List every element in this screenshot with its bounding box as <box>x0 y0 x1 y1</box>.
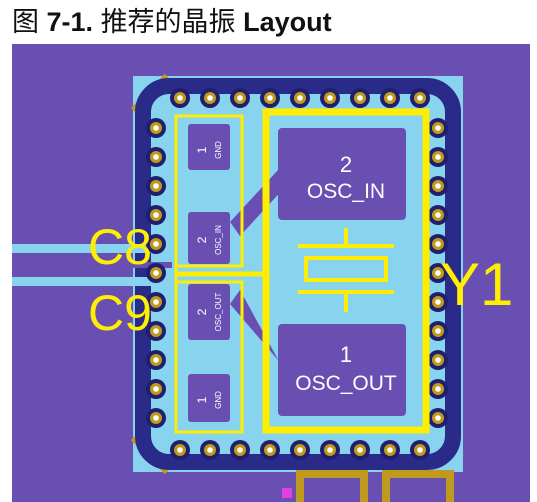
via-hole <box>435 212 441 218</box>
via-hole <box>297 447 303 453</box>
via-hole <box>153 125 159 131</box>
cap-pad-4-pin: 1 <box>195 396 209 403</box>
cap-pad-1-net: GND <box>214 141 223 159</box>
cap-pad-1-pin: 1 <box>195 146 209 153</box>
cap-pad-3-pin: 2 <box>195 308 209 315</box>
via-hole <box>435 386 441 392</box>
via-hole <box>267 447 273 453</box>
via-hole <box>153 299 159 305</box>
via-hole <box>417 447 423 453</box>
label-y1: Y1 <box>440 251 513 318</box>
via-hole <box>153 212 159 218</box>
trace-cap-to-xtal-out <box>230 290 300 374</box>
via-hole <box>357 95 363 101</box>
via-hole <box>237 447 243 453</box>
crystal-pad-2-pin: 2 <box>340 152 352 177</box>
figure-caption: 图 7-1. 推荐的晶振 Layout <box>12 4 332 40</box>
via-hole <box>435 125 441 131</box>
via-hole <box>435 328 441 334</box>
via-hole <box>153 241 159 247</box>
via-hole <box>153 386 159 392</box>
via-hole <box>177 95 183 101</box>
via-hole <box>267 95 273 101</box>
bottom-pad-right <box>382 470 454 502</box>
crystal-pad-2-net: OSC_IN <box>307 180 385 203</box>
via-hole <box>207 95 213 101</box>
trace-osc-in <box>12 244 192 253</box>
cap-pad-2-net: OSC_IN <box>214 225 223 255</box>
figure-title-cn: 推荐的晶振 <box>100 7 236 38</box>
figure-title-en: Layout <box>243 7 332 37</box>
via-hole <box>153 154 159 160</box>
via-hole <box>435 154 441 160</box>
via-hole <box>435 357 441 363</box>
via-hole <box>387 95 393 101</box>
via-hole <box>153 415 159 421</box>
figure-prefix: 图 <box>12 7 39 38</box>
figure-number: 7-1. <box>46 7 94 37</box>
crystal-pad-1: 1 OSC_OUT <box>278 324 406 416</box>
via-group <box>146 88 448 460</box>
via-hole <box>327 95 333 101</box>
bottom-pad-left <box>296 470 368 502</box>
bottom-marker <box>282 488 292 498</box>
via-hole <box>153 270 159 276</box>
cap-pad-2-pin: 2 <box>195 236 209 243</box>
via-hole <box>153 357 159 363</box>
via-hole <box>237 95 243 101</box>
via-hole <box>327 447 333 453</box>
label-c9: C9 <box>88 285 152 341</box>
via-hole <box>177 447 183 453</box>
via-hole <box>297 95 303 101</box>
crystal-silk-outline <box>262 108 430 434</box>
via-hole <box>153 183 159 189</box>
label-c8: C8 <box>88 219 152 275</box>
crystal-pad-2: 2 OSC_IN <box>278 128 406 220</box>
cap-silk-bottom <box>174 280 244 434</box>
via-hole <box>357 447 363 453</box>
cap-pad-2: 2 OSC_IN <box>188 212 230 264</box>
via-hole <box>435 415 441 421</box>
via-hole <box>435 270 441 276</box>
crystal-pad-1-net: OSC_OUT <box>295 372 397 395</box>
crystal-symbol <box>298 228 394 312</box>
trace-mid <box>12 262 172 268</box>
trace-osc-out <box>12 277 192 286</box>
via-stitch-ring <box>135 78 461 470</box>
via-hole <box>207 447 213 453</box>
cap-pad-3-net: OSC_OUT <box>214 293 223 332</box>
cap-pad-4: 1 GND <box>188 374 230 422</box>
crystal-pad-1-pin: 1 <box>340 342 352 367</box>
cap-silk-top <box>174 114 244 268</box>
via-hole <box>387 447 393 453</box>
cap-pad-4-net: GND <box>214 391 223 409</box>
via-hole <box>435 241 441 247</box>
via-hole <box>435 183 441 189</box>
via-hole <box>435 299 441 305</box>
via-hole <box>417 95 423 101</box>
via-hole <box>153 328 159 334</box>
cap-pad-1: 1 GND <box>188 124 230 170</box>
cap-pad-3: 2 OSC_OUT <box>188 284 230 340</box>
